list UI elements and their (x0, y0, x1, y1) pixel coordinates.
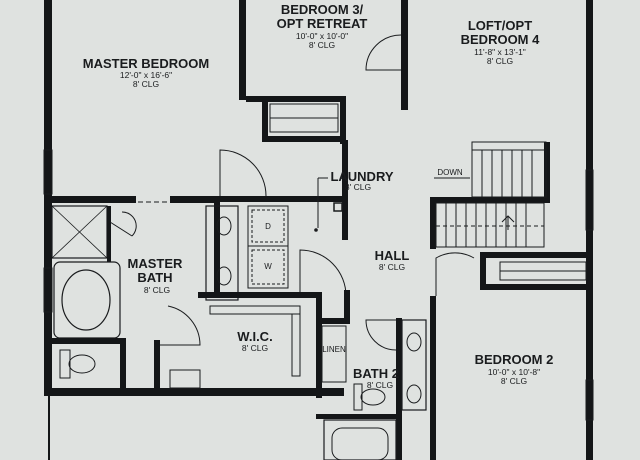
bedroom2-ceiling: 8' CLG (501, 376, 527, 386)
master-bath-door-swing (160, 305, 201, 346)
master-bath-name-line2: BATH (137, 270, 172, 285)
bath2-walls (316, 290, 427, 460)
laundry-walls (218, 140, 348, 289)
bedroom3-door-swing (365, 34, 402, 71)
wic-walls (160, 292, 322, 398)
bedroom2-name: BEDROOM 2 (475, 352, 554, 367)
hall-ceiling: 8' CLG (379, 262, 405, 272)
windows (43, 149, 594, 421)
wic-name: W.I.C. (237, 329, 272, 344)
laundry-ceiling: 8' CLG (345, 182, 371, 192)
master-bedroom-size: 12'-0" x 16'-6" (120, 70, 172, 80)
washer-label: W (264, 262, 272, 271)
loft-name-line1: LOFT/OPT (468, 18, 532, 33)
master-bedroom-walls (44, 196, 220, 296)
bedroom3-ceiling: 8' CLG (309, 40, 335, 50)
bedroom3-name-line2: OPT RETREAT (277, 16, 368, 31)
hall-walls (430, 252, 590, 460)
dryer-label: D (265, 222, 271, 231)
loft-ceiling: 8' CLG (487, 56, 513, 66)
bedroom3-name-line1: BEDROOM 3/ (281, 2, 364, 17)
bedroom3-walls (239, 0, 408, 144)
master-bath-fixtures (51, 205, 239, 392)
laundry-name: LAUNDRY (330, 169, 393, 184)
master-bath-ceiling: 8' CLG (144, 285, 170, 295)
master-bedroom-door-swing (219, 149, 267, 197)
bath2-ceiling: 8' CLG (367, 380, 393, 390)
stair-down-label: DOWN (437, 168, 463, 177)
master-bedroom-name: MASTER BEDROOM (83, 56, 209, 71)
master-bedroom-ceiling: 8' CLG (133, 79, 159, 89)
bedroom2-size: 10'-0" x 10'-8" (488, 367, 540, 377)
hall-door-swing (435, 252, 475, 296)
bath2-door-swing (365, 319, 397, 351)
linen-label: LINEN (322, 345, 346, 354)
stair (430, 141, 550, 249)
loft-size: 11'-8" x 13'-1" (474, 47, 526, 57)
hall-name: HALL (375, 248, 410, 263)
loft-name-line2: BEDROOM 4 (461, 32, 541, 47)
bedroom3-size: 10'-0" x 10'-0" (296, 31, 348, 41)
wic-ceiling: 8' CLG (242, 343, 268, 353)
master-bath-name-line1: MASTER (128, 256, 184, 271)
laundry-door-swing (299, 249, 347, 297)
bath2-name: BATH 2 (353, 366, 399, 381)
